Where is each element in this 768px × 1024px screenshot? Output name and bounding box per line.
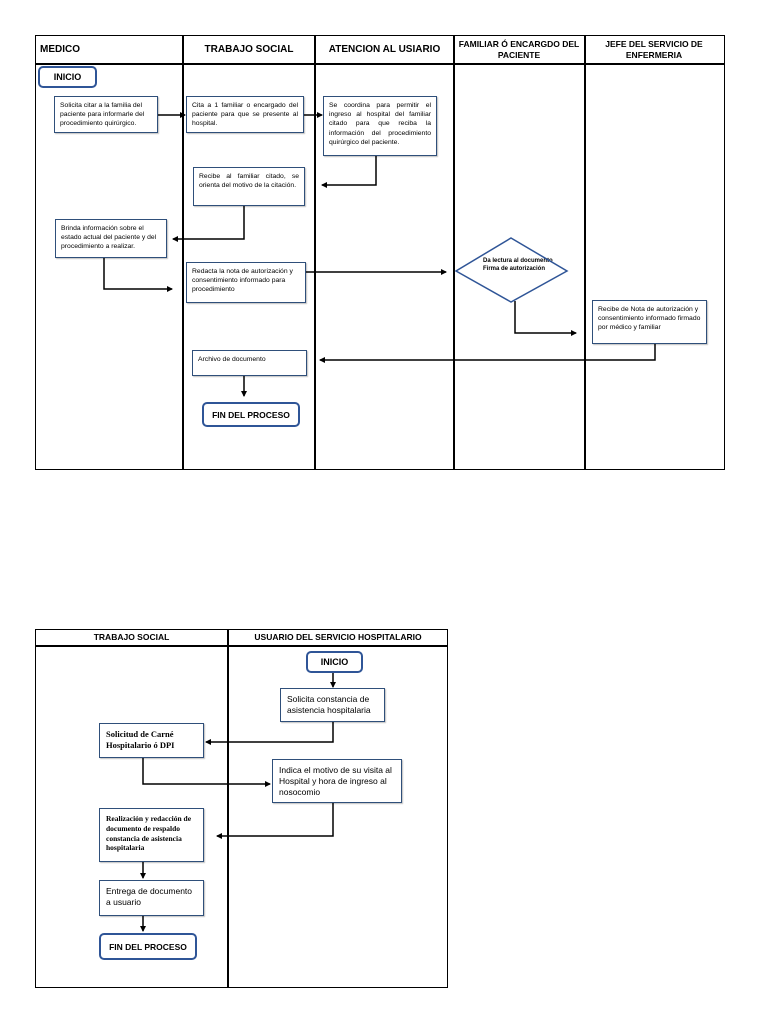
lane-title-familiar: FAMILIAR Ó ENCARGDO DEL PACIENTE [458,39,580,60]
lane-title-atencion-usuario: ATENCION AL USIARIO [328,43,441,55]
step-solicitud-carne: Solicitud de Carné Hospitalario ó DPI [99,723,204,758]
lane-divider [453,35,455,470]
lane-divider [584,35,586,470]
arrow-brinda-to-redacta [103,258,173,292]
diagram1-header-divider [35,63,725,65]
lane-title-usuario-servicio: USUARIO DEL SERVICIO HOSPITALARIO [254,632,422,643]
diagram2-frame [35,629,448,988]
end-terminal-2: FIN DEL PROCESO [99,933,197,960]
step-entrega-documento: Entrega de documento a usuario [99,880,204,916]
diagram1-frame [35,35,725,470]
start-terminal-2: INICIO [306,651,363,673]
lane-title-jefe-enfermeria: JEFE DEL SERVICIO DE ENFERMERIA [605,39,703,60]
step-recibe-familiar: Recibe al familiar citado, se orienta de… [193,167,305,206]
step-indica-motivo: Indica el motivo de su visita al Hospita… [272,759,402,803]
end-terminal: FIN DEL PROCESO [202,402,300,427]
step-redacta-nota: Redacta la nota de autorización y consen… [186,262,306,303]
start-terminal: INICIO [38,66,97,88]
step-coordina-ingreso: Se coordina para permitir el ingreso al … [323,96,437,156]
step-archivo-documento: Archivo de documento [192,350,307,376]
step-solicita-constancia: Solicita constancia de asistencia hospit… [280,688,385,722]
decision-diamond [454,237,569,303]
arrow-jefe-to-archivo [319,344,656,363]
decision-da-lectura: Da lectura al documento Firma de autoriz… [483,258,553,272]
step-brinda-informacion: Brinda información sobre el estado actua… [55,219,167,258]
lane-title-trabajo-social-2: TRABAJO SOCIAL [93,632,170,643]
arrow-indica-to-realizacion [216,803,334,839]
arrow-recibe-to-brinda [172,206,245,242]
lane-title-medico: MEDICO [40,43,80,55]
lane-divider [227,629,229,988]
step-recibe-nota: Recibe de Nota de autorización y consent… [592,300,707,344]
step-cita-familiar: Cita a 1 familiar o encargado del pacien… [186,96,304,133]
diagram2-header-divider [35,645,448,647]
arrow-solicita-to-carne [205,722,334,745]
step-realizacion-documento: Realización y redacción de documento de … [99,808,204,862]
arrow-lectura-to-jefe [514,301,577,336]
lane-divider [314,35,316,470]
lane-divider [182,35,184,470]
arrow-carne-to-indica [142,758,271,787]
lane-title-trabajo-social: TRABAJO SOCIAL [204,43,294,55]
arrow-coordina-to-recibe [321,156,377,188]
step-solicita-citar: Solicita citar a la familia del paciente… [54,96,158,133]
